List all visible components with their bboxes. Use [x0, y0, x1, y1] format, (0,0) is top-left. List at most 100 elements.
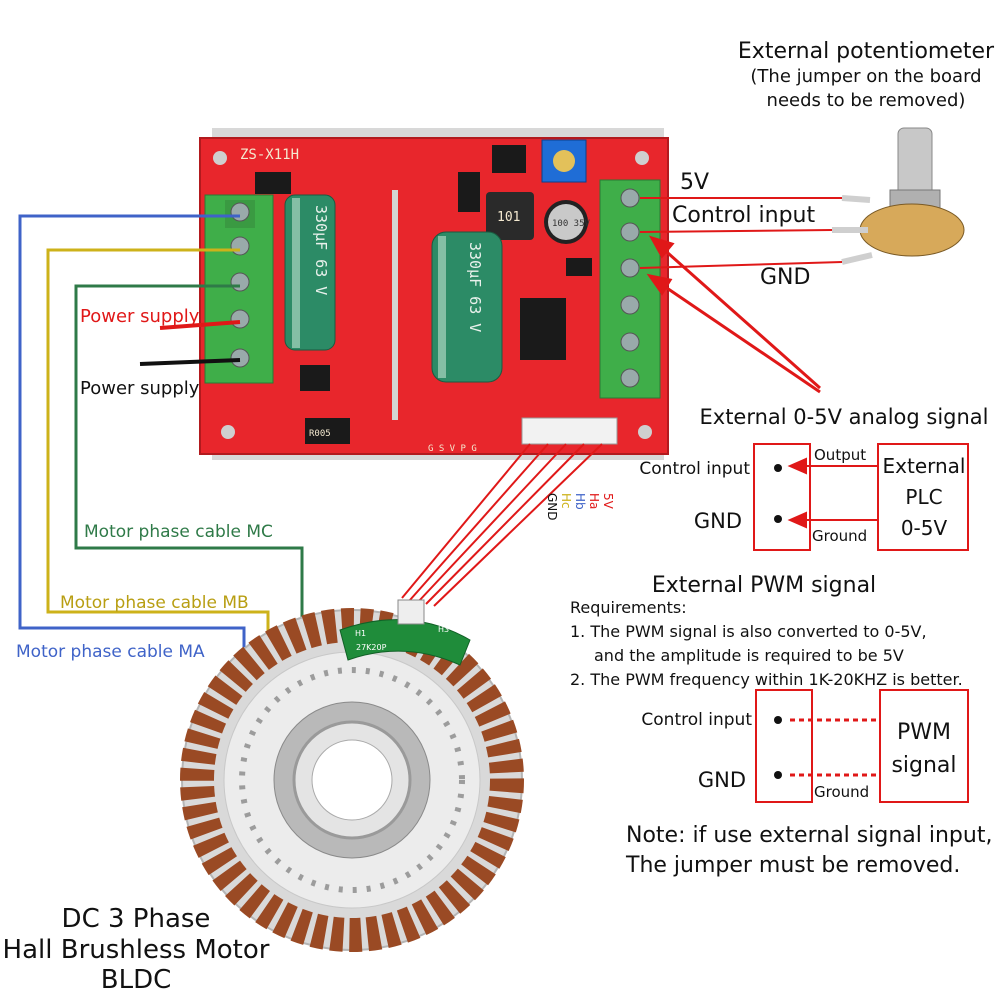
terminal-screw-mc[interactable]	[230, 272, 250, 292]
motor-windings	[180, 608, 524, 952]
motor-ma-label: Motor phase cable MA	[16, 642, 205, 662]
resistor-label: R005	[309, 429, 331, 439]
wire-power-black	[139, 358, 241, 366]
power-supply-black-label: Power supply	[80, 378, 200, 399]
terminal-screw[interactable]	[620, 332, 640, 352]
hall-wires	[401, 443, 603, 607]
motor-holes	[239, 667, 465, 893]
resistor-chip	[305, 418, 350, 444]
controller-board: ZS-X11H R005 101 100 35V 330μF 63 V 330μ…	[199, 128, 669, 460]
terminal-screw-mb[interactable]	[230, 236, 250, 256]
pwm-signal-box	[879, 689, 969, 803]
bottom-pin-labels: G S V P G	[428, 444, 477, 454]
pwm-box-line2: signal	[891, 753, 956, 778]
pot-control-label: Control input	[672, 203, 815, 228]
pot-note-line1: (The jumper on the board	[750, 66, 981, 87]
plc-line3: 0-5V	[901, 516, 948, 540]
arrow-head-gnd	[646, 273, 673, 296]
motor-mc-label: Motor phase cable MC	[84, 522, 273, 542]
hall-label-hc: Hc	[559, 493, 573, 509]
power-supply-red-label: Power supply	[80, 306, 200, 327]
small-chip	[566, 258, 592, 276]
inductor	[486, 192, 534, 240]
motor-title-line1: DC 3 Phase	[62, 904, 211, 934]
analog-arrows	[646, 235, 821, 394]
analog-signal-arrows	[787, 457, 878, 529]
hall-plug	[397, 599, 425, 625]
pot-5v-label: 5V	[680, 170, 709, 195]
pot-title: External potentiometer	[738, 39, 995, 64]
hall-h3-label: H3	[438, 625, 449, 634]
arrow-gnd	[657, 280, 821, 394]
pwm-control-label: Control input	[641, 710, 752, 730]
terminal-screw-gnd[interactable]	[620, 258, 640, 278]
motor-title-line3: BLDC	[101, 965, 172, 995]
pwm-gnd-label: GND	[698, 768, 746, 792]
analog-plc-box	[877, 443, 969, 551]
capacitor-2-label: 330μF 63 V	[466, 242, 484, 332]
diode-chip	[255, 172, 291, 194]
heatsink-slot	[392, 190, 398, 420]
analog-board-box	[753, 443, 811, 551]
diode-chip	[458, 172, 480, 212]
hall-label-ha: Ha	[587, 493, 601, 509]
pwm-req2: 2. The PWM frequency within 1K-20KHZ is …	[570, 670, 963, 689]
terminal-screw-control[interactable]	[620, 222, 640, 242]
capacitor-stripe	[292, 198, 300, 348]
capacitor-1-label: 330μF 63 V	[312, 205, 330, 295]
note-line1: Note: if use external signal input,	[626, 823, 992, 848]
terminal-screw-power-pos[interactable]	[230, 309, 250, 329]
analog-control-pin	[774, 464, 782, 472]
small-capacitor-top	[548, 204, 584, 240]
hall-h1-label: H1	[355, 629, 366, 638]
terminal-screw-power-neg[interactable]	[230, 348, 250, 368]
board-model: ZS-X11H	[240, 147, 299, 163]
bldc-motor: 27K20P H1 H3	[180, 599, 524, 952]
small-capacitor-label: 100 35V	[552, 219, 591, 229]
pwm-requirements: Requirements:	[570, 598, 687, 617]
capacitor-2	[431, 231, 503, 383]
analog-gnd-label: GND	[694, 509, 742, 533]
hall-sensor-board	[339, 619, 471, 666]
analog-gnd-pin	[774, 515, 782, 523]
analog-ground-label: Ground	[812, 527, 867, 545]
signal-terminal	[599, 179, 661, 399]
pot-wires	[639, 197, 843, 269]
pwm-board-box	[755, 689, 813, 803]
ic-chip	[520, 298, 566, 360]
hall-label-gnd: GND	[545, 493, 559, 521]
pot-gnd-label: GND	[760, 265, 810, 290]
mount-hole	[213, 151, 227, 165]
pwm-gnd-pin	[774, 771, 782, 779]
hall-board-label: 27K20P	[356, 643, 387, 652]
terminal-screw[interactable]	[620, 368, 640, 388]
mosfet-chip	[300, 365, 330, 391]
analog-control-label: Control input	[639, 459, 750, 479]
mount-hole	[638, 425, 652, 439]
wire-mc	[74, 284, 304, 640]
mount-hole	[221, 425, 235, 439]
pot-note-line2: needs to be removed)	[767, 90, 966, 111]
terminal-screw-5v[interactable]	[620, 188, 640, 208]
pwm-req1-line1: 1. The PWM signal is also converted to 0…	[570, 622, 927, 641]
hall-connector	[521, 417, 618, 445]
hall-label-5v: 5V	[601, 493, 615, 510]
analog-title: External 0-5V analog signal	[700, 405, 989, 429]
pot-lug-1	[841, 195, 871, 203]
mount-hole	[635, 151, 649, 165]
motor-center	[311, 739, 393, 821]
pwm-box-line1: PWM	[897, 720, 951, 745]
arrow-head-control	[648, 235, 675, 259]
terminal-screw[interactable]	[620, 295, 640, 315]
arrow-control	[659, 244, 821, 390]
hall-pin-labels: 5V Ha Hb Hc GND	[545, 493, 615, 521]
mosfet-chip	[492, 145, 526, 173]
plc-line1: External	[883, 454, 966, 478]
wire-power-red	[159, 320, 241, 330]
terminal-screw-ma[interactable]	[230, 202, 250, 222]
pot-shaft	[897, 127, 933, 199]
motor-title-line2: Hall Brushless Motor	[3, 935, 270, 965]
hall-label-hb: Hb	[573, 493, 587, 510]
motor-mb-label: Motor phase cable MB	[60, 593, 249, 613]
